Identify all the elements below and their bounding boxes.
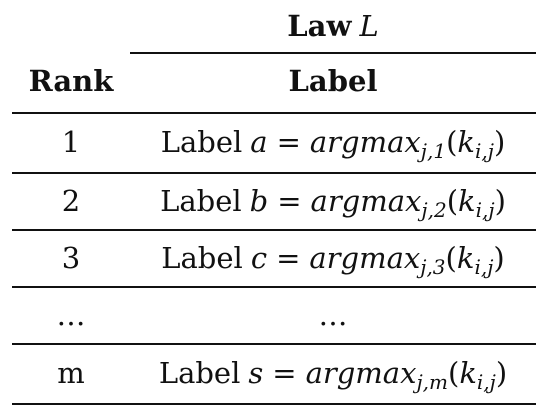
rank-ellipsis: … [56,298,86,332]
rank-cell: m [57,356,85,390]
equals-sign: = [276,241,301,275]
row-rule [12,286,536,288]
equals-sign: = [276,125,301,159]
row-rule [12,172,536,174]
group-underline [130,52,536,54]
label-formula-cell: Label c = argmax j,3 ( k i,j ) [161,241,505,279]
label-formula-cell: Label s = argmax j,m ( k i,j ) [158,356,508,394]
argument-variable: k [457,125,475,159]
rank-cell: 3 [61,241,81,275]
label-word: Label [160,125,243,159]
law-group-header: Law L [130,2,536,50]
argument-subscript: i,j [474,139,494,163]
argument-subscript: i,j [476,370,496,394]
label-variable: b [249,184,269,218]
label-ellipsis: … [318,298,348,332]
argument-variable: k [456,241,475,275]
argument-subscript: i,j [474,255,494,279]
label-formula-cell: Label a = argmax j,1 ( k i,j ) [160,125,506,163]
argument-variable: k [458,184,476,218]
law-symbol: L [359,9,379,43]
argument-subscript: i,j [475,198,495,222]
label-column-header: Label [288,64,378,98]
rank-cell: 1 [61,125,81,159]
header-rule [12,112,536,114]
function-subscript: j,1 [420,139,447,163]
equals-sign: = [272,356,297,390]
row-rule [12,343,536,345]
label-word: Label [158,356,241,390]
label-formula-cell: Label b = argmax j,2 ( k i,j ) [160,184,506,222]
function-subscript: j,3 [420,255,446,279]
label-word: Label [161,241,243,275]
label-variable: c [250,241,268,275]
law-label: Law [287,9,352,43]
label-variable: s [248,356,264,390]
argument-variable: k [459,356,477,390]
equals-sign: = [277,184,302,218]
argmax-function: argmax [305,356,417,390]
function-subscript: j,m [416,370,448,394]
rank-cell: 2 [61,184,81,218]
row-rule [12,229,536,231]
argmax-function: argmax [309,125,421,159]
argmax-function: argmax [310,184,422,218]
label-variable: a [250,125,268,159]
rank-column-header: Rank [28,64,114,98]
function-subscript: j,2 [421,198,447,222]
bottom-rule [12,403,536,405]
label-word: Label [160,184,242,218]
argmax-function: argmax [309,241,421,275]
ranking-table: Law L Rank Label 1 Label a = argmax j,1 … [12,0,536,418]
